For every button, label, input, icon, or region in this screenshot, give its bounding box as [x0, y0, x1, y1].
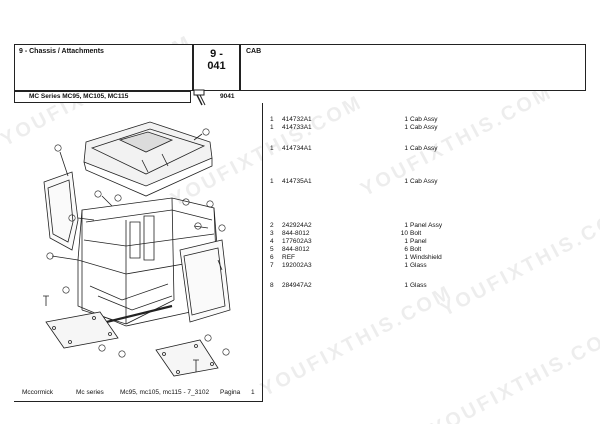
group-title-box: CAB	[240, 44, 586, 91]
watermark: YOUFIXTHIS.COM	[427, 321, 600, 424]
bolt-icon	[193, 89, 206, 106]
frame-divider-vertical	[262, 103, 263, 401]
footer-page-number: 1	[251, 389, 255, 396]
ref-number: 9041	[220, 93, 235, 100]
section-title: 9 - Chassis / Attachments	[19, 48, 104, 55]
frame-bottom-line	[14, 401, 263, 402]
cab-exploded-diagram	[43, 121, 231, 377]
section-title-box: 9 - Chassis / Attachments	[14, 44, 193, 91]
page-code-box: 9 - 041	[193, 44, 240, 91]
footer-page-label: Pagina	[220, 389, 241, 396]
model-series-box: MC Series MC95, MC105, MC115	[14, 91, 191, 103]
footer-models-code: Mc95, mc105, mc115 - 7_3102	[120, 389, 210, 396]
footer-series: Mc series	[76, 389, 104, 396]
group-title: CAB	[246, 48, 262, 55]
model-series: MC Series MC95, MC105, MC115	[29, 93, 129, 100]
footer-brand: Mccormick	[22, 389, 54, 396]
page-code-line2: 041	[207, 60, 226, 72]
page-code-line1: 9 -	[210, 48, 223, 60]
